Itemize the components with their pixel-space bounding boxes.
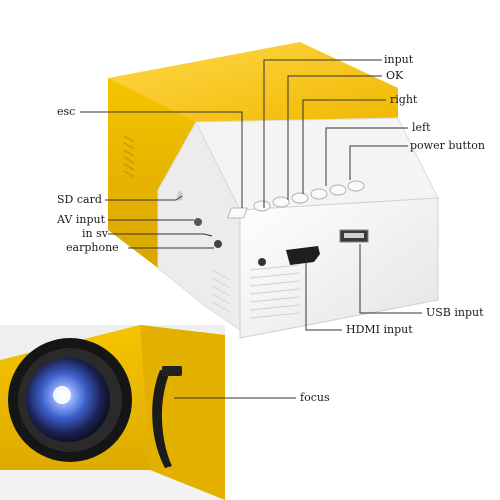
label-hdmi-input: HDMI input [346, 323, 413, 336]
label-ok: OK [386, 69, 404, 82]
label-in-sv: in sv [82, 227, 108, 240]
label-esc: esc [57, 105, 76, 118]
label-right: right [390, 93, 418, 106]
label-power-button: power button [410, 139, 486, 152]
rear-ports [258, 229, 369, 266]
label-earphone: earphone [66, 241, 119, 254]
leader-lines [80, 59, 422, 399]
label-usb-input: USB input [426, 306, 484, 319]
label-left: left [412, 121, 431, 134]
side-ports [177, 191, 222, 248]
projector-body [108, 42, 439, 339]
label-focus: focus [300, 391, 330, 404]
label-av-input: AV input [57, 213, 105, 226]
label-sd-card: SD card [57, 193, 102, 206]
control-buttons [227, 180, 365, 219]
lens-closeup [0, 325, 225, 500]
label-input: input [384, 53, 414, 66]
